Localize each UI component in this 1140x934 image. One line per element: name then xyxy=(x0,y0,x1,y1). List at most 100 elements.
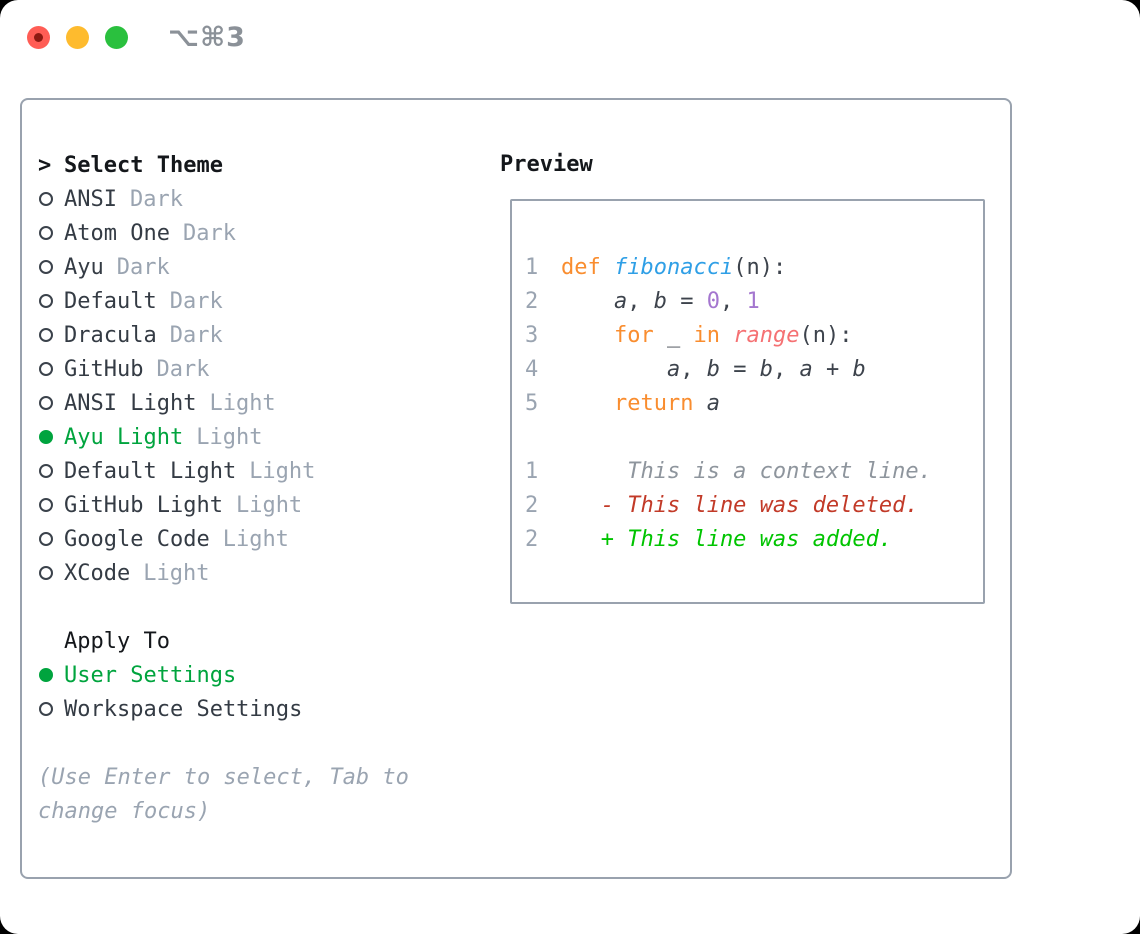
theme-name: ANSI Light xyxy=(64,390,197,416)
code-line: 5 return a xyxy=(525,387,983,421)
theme-option-github-dark[interactable]: GitHub Dark xyxy=(38,352,488,386)
code-token: (n): xyxy=(799,323,853,348)
code-token: b xyxy=(852,357,866,382)
radio-icon xyxy=(39,396,53,410)
theme-list: > Select Theme ANSI Dark Atom One Dark A… xyxy=(38,148,488,828)
code-token: 1 xyxy=(746,289,760,314)
minimize-button[interactable] xyxy=(66,26,89,49)
apply-option-workspace-settings[interactable]: Workspace Settings xyxy=(38,692,488,726)
code-token xyxy=(601,255,614,280)
code-line: 3 for _ in range(n): xyxy=(525,319,983,353)
apply-option-user-settings[interactable]: User Settings xyxy=(38,658,488,692)
theme-variant-tag: Light xyxy=(209,390,276,416)
radio-icon xyxy=(39,498,53,512)
code-token: , xyxy=(719,289,747,314)
line-number: 2 xyxy=(525,289,539,314)
theme-option-default-dark[interactable]: Default Dark xyxy=(38,284,488,318)
theme-option-xcode[interactable]: XCode Light xyxy=(38,556,488,590)
spacer xyxy=(38,726,488,760)
blank-line xyxy=(525,421,983,455)
code-token: def xyxy=(561,255,601,280)
zoom-button[interactable] xyxy=(105,26,128,49)
preview-title: Preview xyxy=(500,152,593,177)
theme-option-google-code[interactable]: Google Code Light xyxy=(38,522,488,556)
code-token xyxy=(561,289,614,314)
theme-variant-tag: Light xyxy=(222,526,289,552)
code-token: range xyxy=(733,323,800,348)
code-token: return xyxy=(613,391,694,416)
theme-name: Dracula xyxy=(64,322,157,348)
diff-context-text: This is a context line. xyxy=(561,459,932,484)
theme-name: XCode xyxy=(64,560,131,586)
radio-icon xyxy=(39,702,53,716)
code-token xyxy=(561,357,667,382)
code-token: a xyxy=(666,357,681,382)
close-button[interactable] xyxy=(27,26,50,49)
theme-name: Ayu Light xyxy=(64,424,184,450)
diff-deleted-text: - This line was deleted. xyxy=(561,493,919,518)
code-token: _ xyxy=(653,323,694,348)
diff-context-line: 1 This is a context line. xyxy=(525,455,983,489)
theme-option-dracula-dark[interactable]: Dracula Dark xyxy=(38,318,488,352)
select-theme-header: > Select Theme xyxy=(38,148,488,182)
line-number: 2 xyxy=(525,493,539,518)
radio-icon xyxy=(39,566,53,580)
theme-option-ayu-dark[interactable]: Ayu Dark xyxy=(38,250,488,284)
section-title: Select Theme xyxy=(64,152,223,178)
theme-option-ansi-dark[interactable]: ANSI Dark xyxy=(38,182,488,216)
radio-icon xyxy=(39,226,53,240)
radio-icon xyxy=(39,192,53,206)
code-token: (n): xyxy=(733,255,787,280)
code-token xyxy=(693,391,706,416)
code-token: = xyxy=(719,357,760,382)
diff-added-text: + This line was added. xyxy=(561,527,893,552)
theme-option-ansi-light[interactable]: ANSI Light Light xyxy=(38,386,488,420)
theme-option-atom-one-dark[interactable]: Atom One Dark xyxy=(38,216,488,250)
code-token: , xyxy=(627,289,654,314)
line-number: 1 xyxy=(525,255,539,280)
line-number: 2 xyxy=(525,527,539,552)
code-token: b xyxy=(759,357,773,382)
help-text-line-2: change focus) xyxy=(38,798,211,824)
apply-option-label: Workspace Settings xyxy=(64,696,303,722)
radio-icon xyxy=(39,294,53,308)
section-title: Apply To xyxy=(64,628,170,654)
cursor-prefix-icon: > xyxy=(38,152,52,178)
theme-variant-tag: Dark xyxy=(182,220,236,246)
code-token: a xyxy=(706,391,720,416)
theme-variant-tag: Light xyxy=(196,424,263,450)
theme-option-ayu-light[interactable]: Ayu Light Light xyxy=(38,420,488,454)
help-text-line-1: (Use Enter to select, Tab to xyxy=(38,764,409,790)
theme-name: Default Light xyxy=(64,458,237,484)
code-token: 0 xyxy=(706,289,720,314)
theme-name: Default xyxy=(64,288,157,314)
code-token xyxy=(561,323,614,348)
title-bar: ⌥⌘3 xyxy=(27,22,246,53)
theme-variant-tag: Dark xyxy=(156,356,210,382)
code-token: a xyxy=(799,357,813,382)
radio-icon xyxy=(39,362,53,376)
line-number: 5 xyxy=(525,391,539,416)
diff-added-line: 2 + This line was added. xyxy=(525,523,983,557)
radio-icon xyxy=(39,328,53,342)
apply-option-label: User Settings xyxy=(64,662,237,688)
theme-variant-tag: Dark xyxy=(129,186,183,212)
code-token xyxy=(561,391,614,416)
code-token: , xyxy=(680,357,707,382)
code-token xyxy=(720,323,733,348)
theme-variant-tag: Light xyxy=(249,458,316,484)
code-token: , xyxy=(772,357,800,382)
theme-name: GitHub Light xyxy=(64,492,223,518)
radio-icon xyxy=(39,532,53,546)
code-token: in xyxy=(693,323,720,348)
theme-name: Atom One xyxy=(64,220,170,246)
code-token: a xyxy=(613,289,628,314)
theme-option-github-light[interactable]: GitHub Light Light xyxy=(38,488,488,522)
apply-to-header: Apply To xyxy=(38,624,488,658)
theme-option-default-light[interactable]: Default Light Light xyxy=(38,454,488,488)
code-token: + xyxy=(812,357,853,382)
theme-variant-tag: Dark xyxy=(116,254,170,280)
line-number: 3 xyxy=(525,323,539,348)
theme-name: ANSI xyxy=(64,186,117,212)
